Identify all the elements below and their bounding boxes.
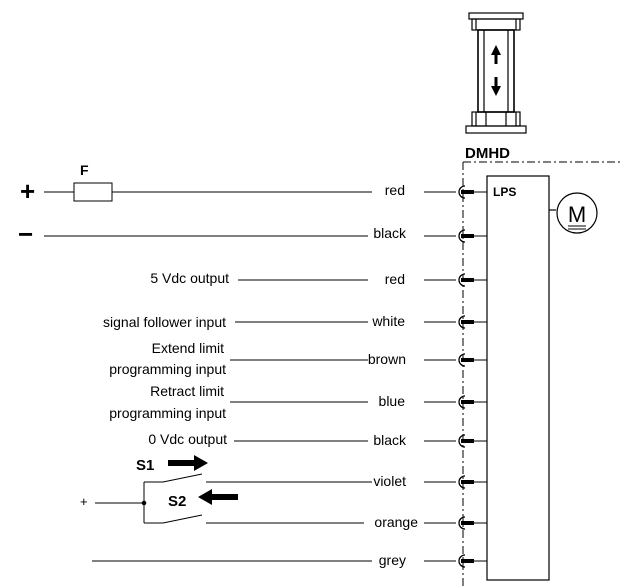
connector-minus (458, 229, 487, 243)
arrow-down-icon (491, 77, 501, 96)
arrow-right-icon (168, 455, 208, 471)
color-label-retract: blue (379, 393, 406, 409)
extend-label-line1: Extend limit (152, 340, 224, 356)
color-label-minus: black (373, 225, 407, 241)
color-label-violet: violet (373, 473, 406, 489)
connector-5v (458, 273, 487, 287)
connector-plus (458, 185, 487, 199)
out-0v-label: 0 Vdc output (148, 431, 227, 447)
connector-0v (458, 434, 487, 448)
switch-common-plus: + (80, 494, 88, 509)
arrow-left-icon (198, 489, 238, 505)
housing-boundary (462, 161, 621, 587)
signal-follower-label: signal follower input (103, 314, 226, 330)
fuse-label: F (80, 162, 89, 178)
s2-contact (162, 514, 203, 524)
connector-extend (458, 353, 487, 367)
color-label-orange: orange (374, 514, 418, 530)
connector-s2 (458, 516, 487, 530)
arrow-up-icon (491, 45, 501, 64)
motor-label: M (568, 202, 586, 227)
color-label-signal: white (371, 313, 405, 329)
s2-label: S2 (168, 493, 186, 510)
out-5v-label: 5 Vdc output (150, 270, 229, 286)
lps-board (486, 175, 550, 581)
connector-s1 (458, 475, 487, 489)
motor-symbol: M (549, 192, 598, 234)
color-label-0v: black (373, 432, 407, 448)
device-name: DMHD (465, 145, 510, 162)
color-label-extend: brown (368, 351, 406, 367)
color-label-5v: red (385, 271, 405, 287)
fuse-symbol (73, 182, 113, 202)
connector-grey (458, 554, 487, 568)
plus-sign: + (20, 176, 35, 206)
retract-label-line2: programming input (109, 405, 226, 421)
connector-signal (458, 315, 487, 329)
extend-label-line2: programming input (109, 361, 226, 377)
lps-label: LPS (493, 185, 516, 199)
s1-contact (162, 473, 203, 483)
color-label-plus: red (385, 182, 405, 198)
actuator-illustration (465, 12, 527, 134)
connector-retract (458, 395, 487, 409)
color-label-grey: grey (379, 552, 406, 568)
retract-label-line1: Retract limit (150, 383, 224, 399)
minus-sign: − (18, 219, 33, 249)
s1-label: S1 (136, 457, 154, 474)
